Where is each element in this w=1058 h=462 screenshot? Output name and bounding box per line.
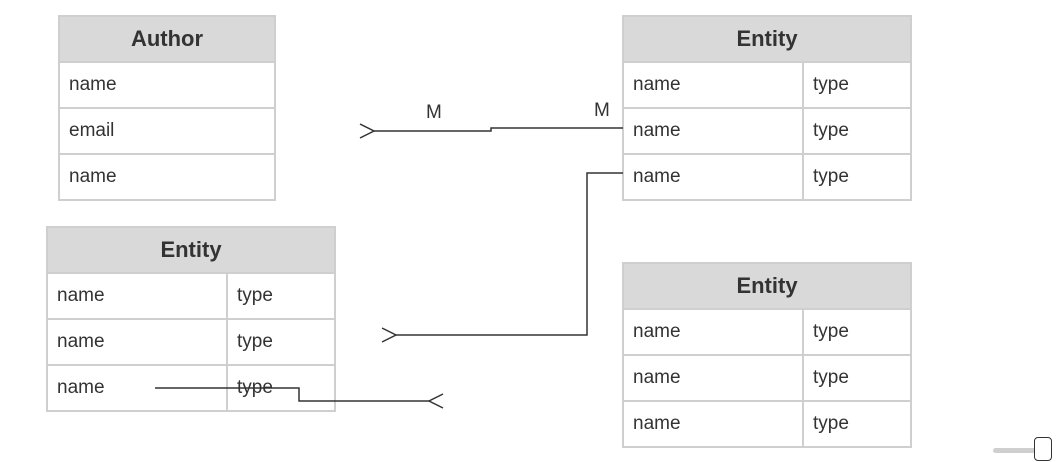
entity-row: name (60, 155, 274, 199)
entity-title: Entity (48, 228, 334, 274)
entity-title: Entity (624, 264, 910, 310)
entity-row: name type (48, 366, 334, 410)
zoom-slider-handle[interactable] (1034, 437, 1052, 461)
attribute-type: type (802, 356, 910, 400)
attribute-name: name (633, 120, 681, 141)
attribute-type: type (226, 274, 334, 318)
attribute-type: type (802, 109, 910, 153)
crows-foot-icon (427, 393, 444, 409)
attribute-name: name (633, 367, 681, 388)
entity-row: email (60, 109, 274, 155)
attribute-name: name (69, 166, 117, 187)
attribute-type: type (226, 366, 334, 410)
entity-row: name type (48, 320, 334, 366)
relationship-line-middle[interactable] (381, 172, 623, 343)
entity-author[interactable]: Author name email name (58, 15, 276, 201)
attribute-name: email (69, 120, 115, 141)
attribute-type: type (226, 320, 334, 364)
attribute-name: name (633, 74, 681, 95)
entity-row: name type (624, 155, 910, 199)
attribute-type: type (802, 63, 910, 107)
attribute-name: name (633, 413, 681, 434)
attribute-type: type (802, 310, 910, 354)
entity-row: name type (624, 402, 910, 446)
entity-row: name type (624, 310, 910, 356)
attribute-name: name (57, 331, 105, 352)
cardinality-label: M (426, 102, 442, 123)
crows-foot-icon (381, 327, 398, 343)
entity-row: name type (48, 274, 334, 320)
entity-row: name type (624, 356, 910, 402)
cardinality-label: M (594, 100, 610, 121)
zoom-slider-track[interactable] (993, 448, 1037, 453)
entity-title: Author (60, 17, 274, 63)
relationship-line-top[interactable] (359, 123, 623, 139)
entity-row: name type (624, 63, 910, 109)
entity-left[interactable]: Entity name type name type name type (46, 226, 336, 412)
attribute-name: name (633, 166, 681, 187)
attribute-name: name (57, 285, 105, 306)
entity-title: Entity (624, 17, 910, 63)
attribute-type: type (802, 155, 910, 199)
crows-foot-icon (359, 123, 376, 139)
attribute-name: name (57, 377, 105, 398)
entity-row: name type (624, 109, 910, 155)
entity-bottom-right[interactable]: Entity name type name type name type (622, 262, 912, 448)
attribute-name: name (69, 74, 117, 95)
entity-row: name (60, 63, 274, 109)
attribute-name: name (633, 321, 681, 342)
entity-top-right[interactable]: Entity name type name type name type (622, 15, 912, 201)
attribute-type: type (802, 402, 910, 446)
